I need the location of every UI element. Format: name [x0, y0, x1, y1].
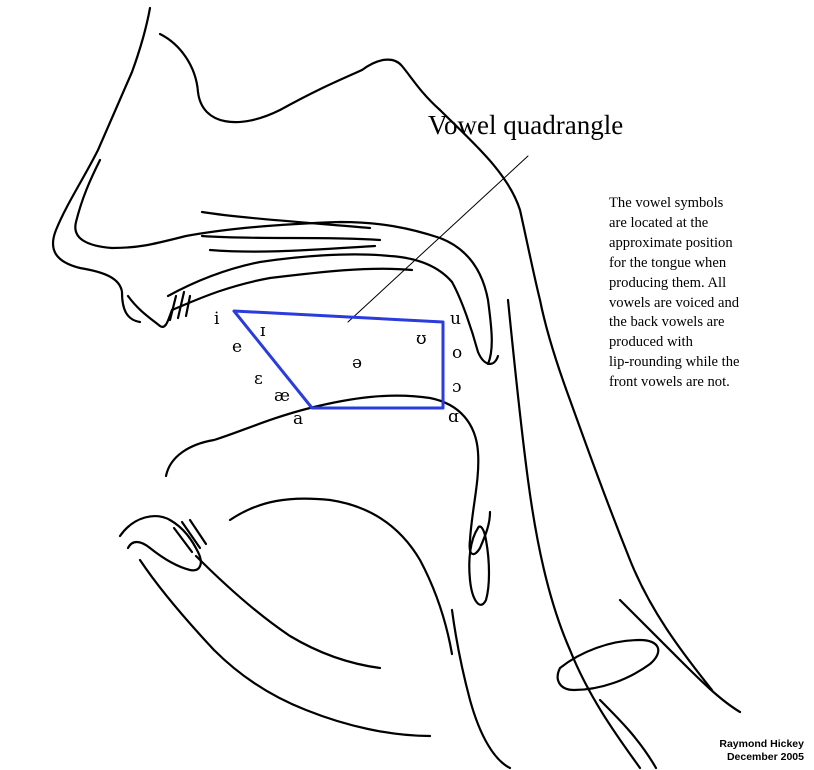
- description-line: producing them. All: [609, 274, 814, 294]
- description-line: vowels are voiced and: [609, 294, 814, 314]
- vowel-open-back: ɑ: [448, 407, 459, 427]
- epiglottis: [469, 527, 489, 605]
- larynx-front: [452, 610, 510, 768]
- trachea-line: [600, 700, 656, 768]
- turbinate-line: [210, 246, 375, 252]
- sublingual-line: [230, 499, 452, 654]
- vowel-symbols: i ɪ e ɛ æ a ə ʊ u o ɔ ɑ: [214, 309, 462, 429]
- upper-lip: [128, 296, 172, 327]
- trachea-line: [620, 600, 740, 712]
- description-line: are located at the: [609, 214, 814, 234]
- lower-jaw: [140, 560, 430, 736]
- turbinate-line: [202, 236, 380, 240]
- description-line: produced with: [609, 333, 814, 353]
- vowel-ae: æ: [274, 386, 290, 406]
- credit-author: Raymond Hickey: [719, 738, 804, 751]
- description-line: The vowel symbols: [609, 194, 814, 214]
- description-line: approximate position: [609, 234, 814, 254]
- vowel-near-close-front: ɪ: [260, 321, 266, 341]
- chin-floor: [196, 556, 380, 668]
- description-line: front vowels are not.: [609, 373, 814, 393]
- description-text: The vowel symbols are located at the app…: [609, 194, 814, 393]
- hard-palate: [168, 254, 452, 296]
- lower-lip: [120, 516, 201, 570]
- description-line: lip-rounding while the: [609, 353, 814, 373]
- hard-palate-lower: [172, 269, 412, 310]
- vocal-folds: [558, 640, 659, 690]
- credit-date: December 2005: [719, 751, 804, 764]
- vowel-a: a: [293, 409, 303, 429]
- vowel-open-mid-back: ɔ: [452, 377, 462, 397]
- vowel-open-mid-front: ɛ: [254, 369, 263, 389]
- credit: Raymond Hickey December 2005: [719, 738, 804, 764]
- vowel-near-close-back: ʊ: [416, 329, 427, 349]
- vowel-e: e: [232, 337, 242, 357]
- vowel-o: o: [452, 343, 462, 363]
- description-line: the back vowels are: [609, 313, 814, 333]
- inner-nasal-line: [75, 160, 491, 364]
- upper-teeth: [170, 292, 190, 320]
- vowel-u: u: [450, 309, 461, 329]
- tongue: [166, 396, 490, 555]
- vowel-i: i: [214, 309, 220, 329]
- vowel-schwa: ə: [352, 353, 362, 373]
- face-profile-line: [53, 8, 150, 322]
- diagram-title: Vowel quadrangle: [428, 110, 623, 141]
- description-line: for the tongue when: [609, 254, 814, 274]
